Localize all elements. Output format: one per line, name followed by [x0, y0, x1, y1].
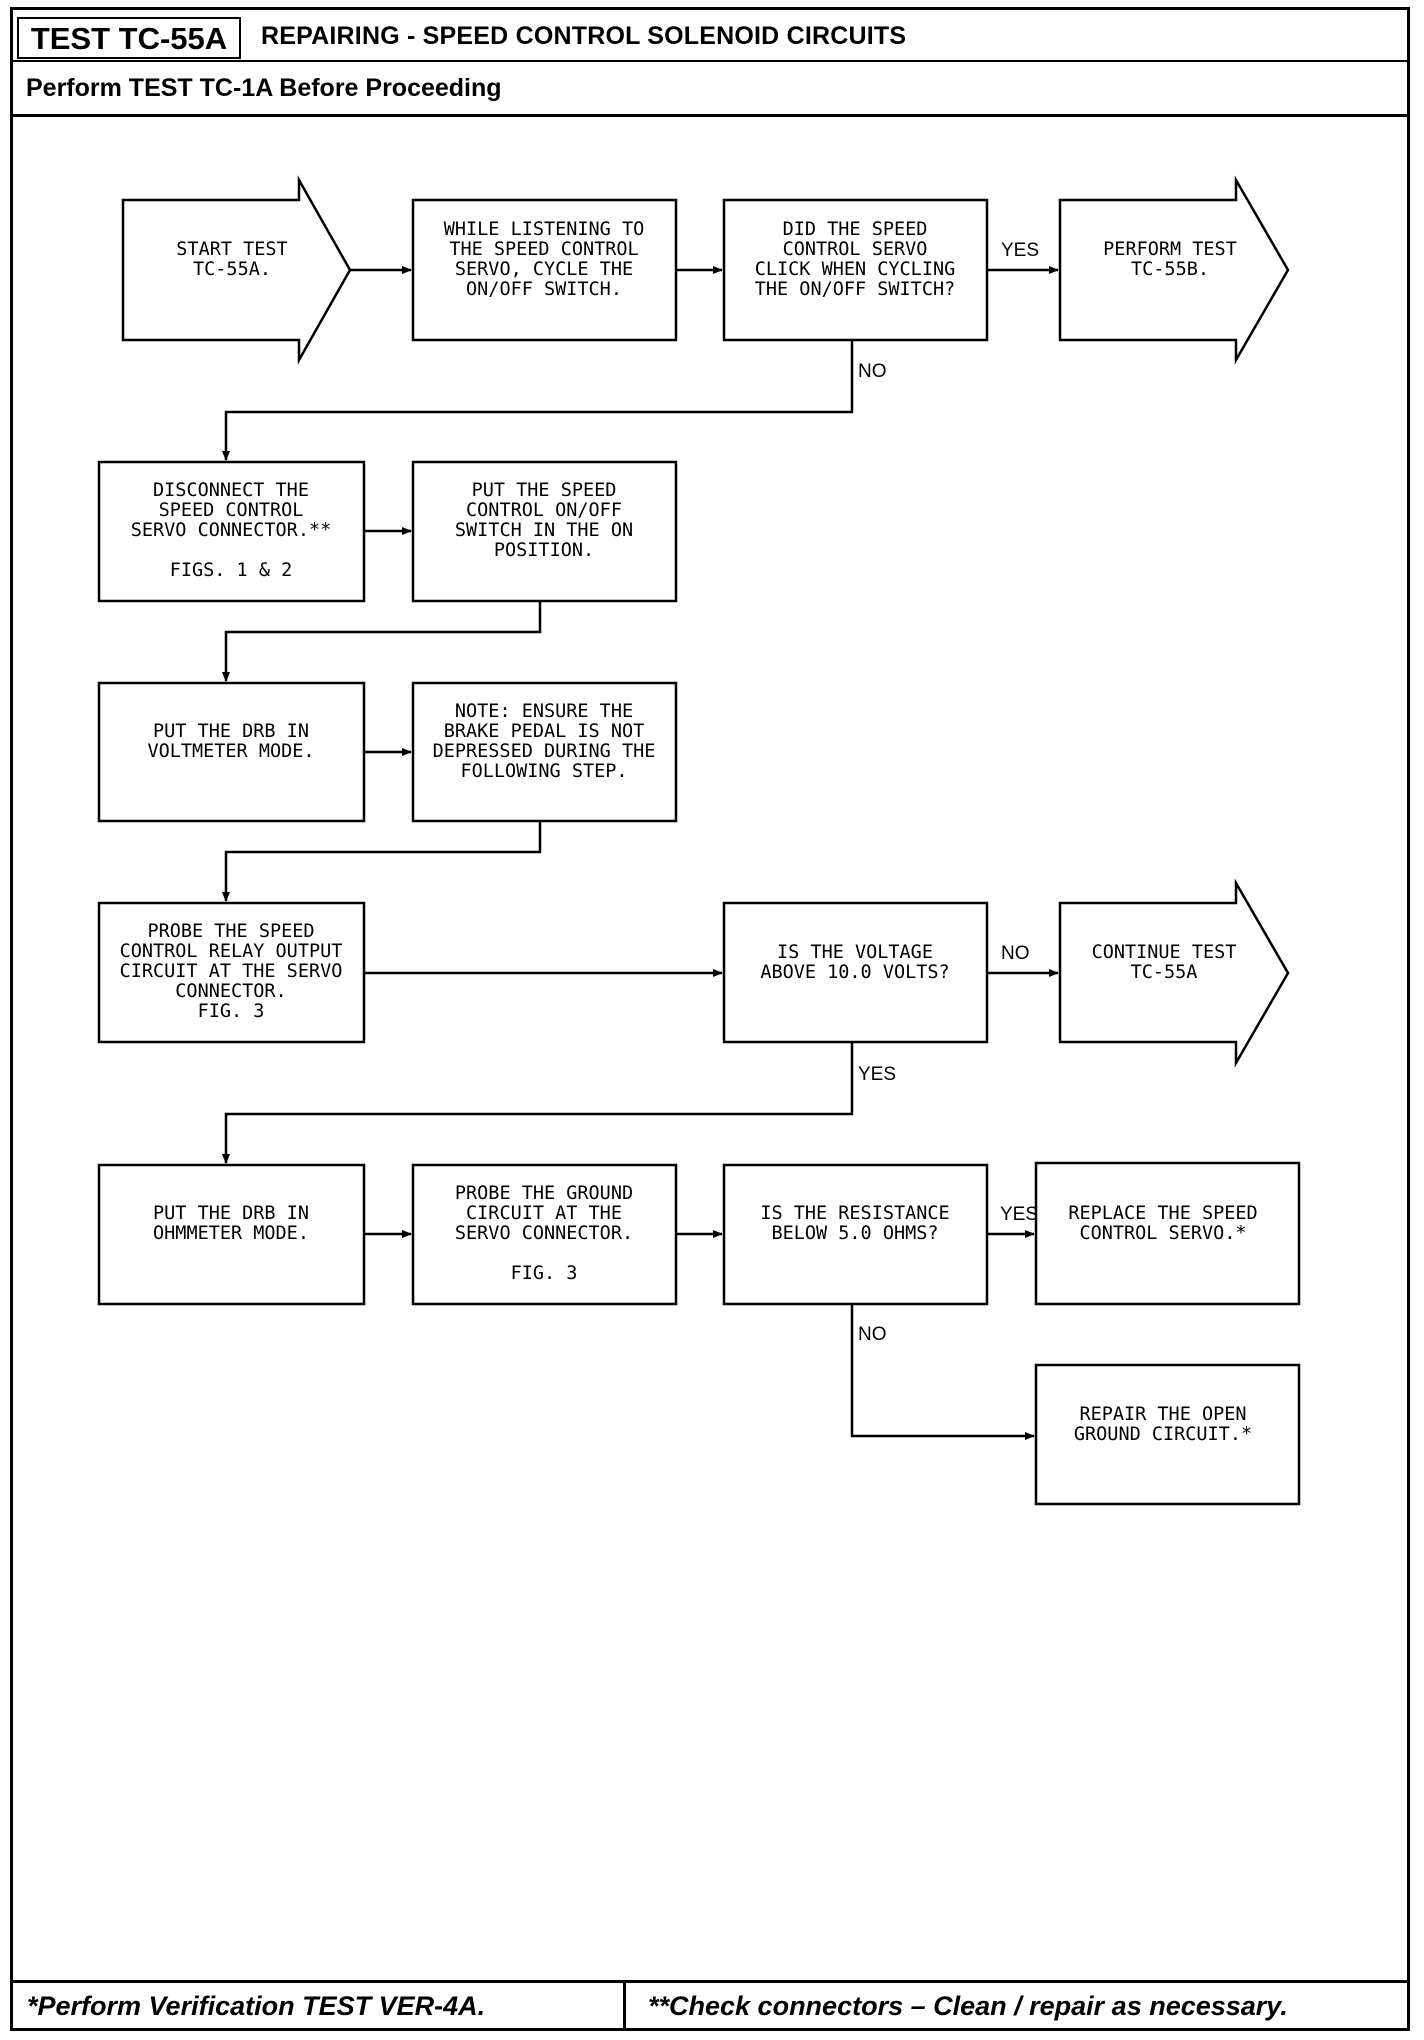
conn-voltage-yes: [222, 1042, 854, 1164]
conn-resistance-no: [850, 1304, 1035, 1440]
label-voltage-yes: YES: [858, 1064, 896, 1085]
page-title: REPAIRING - SPEED CONTROL SOLENOID CIRCU…: [261, 22, 907, 50]
replace-servo-box: [1034, 1161, 1301, 1306]
label-voltage-no: NO: [1001, 943, 1030, 964]
start-arrow-shape: [121, 175, 352, 365]
label-click-no: NO: [858, 361, 887, 382]
label-click-yes: YES: [1001, 240, 1039, 261]
branch-labels: YES NO NO YES YES NO: [858, 240, 1039, 1345]
header-bar: TEST TC-55A REPAIRING - SPEED CONTROL SO…: [13, 10, 1407, 62]
footer-verification-note: *Perform Verification TEST VER-4A.: [27, 1991, 486, 2021]
continue-55a-arrow-shape: [1058, 878, 1290, 1068]
label-resistance-yes: YES: [1000, 1204, 1038, 1225]
page-frame: TEST TC-55A REPAIRING - SPEED CONTROL SO…: [10, 7, 1410, 2031]
conn-note-probe: [222, 821, 542, 902]
footer-right: **Check connectors – Clean / repair as n…: [626, 1983, 1407, 2031]
prerequisite-bar: Perform TEST TC-1A Before Proceeding: [13, 60, 1407, 117]
step-note-box: [411, 681, 678, 823]
footer-connector-note: **Check connectors – Clean / repair as n…: [648, 1991, 1288, 2021]
step-switch-on-box: [411, 460, 678, 603]
perform-55b-arrow-shape: [1058, 175, 1290, 365]
footer-bar: *Perform Verification TEST VER-4A. **Che…: [13, 1980, 1407, 2031]
repair-ground-box: [1034, 1363, 1301, 1506]
prerequisite-text: Perform TEST TC-1A Before Proceeding: [26, 74, 502, 102]
flowchart-connectors: [222, 266, 1059, 1440]
test-id-box: TEST TC-55A: [17, 17, 241, 59]
label-resistance-no: NO: [858, 1324, 887, 1345]
flowchart-shapes: [97, 175, 1301, 1506]
footer-left: *Perform Verification TEST VER-4A.: [13, 1983, 626, 2031]
conn-click-no: [222, 340, 854, 461]
conn-switch-voltmeter: [222, 601, 542, 682]
